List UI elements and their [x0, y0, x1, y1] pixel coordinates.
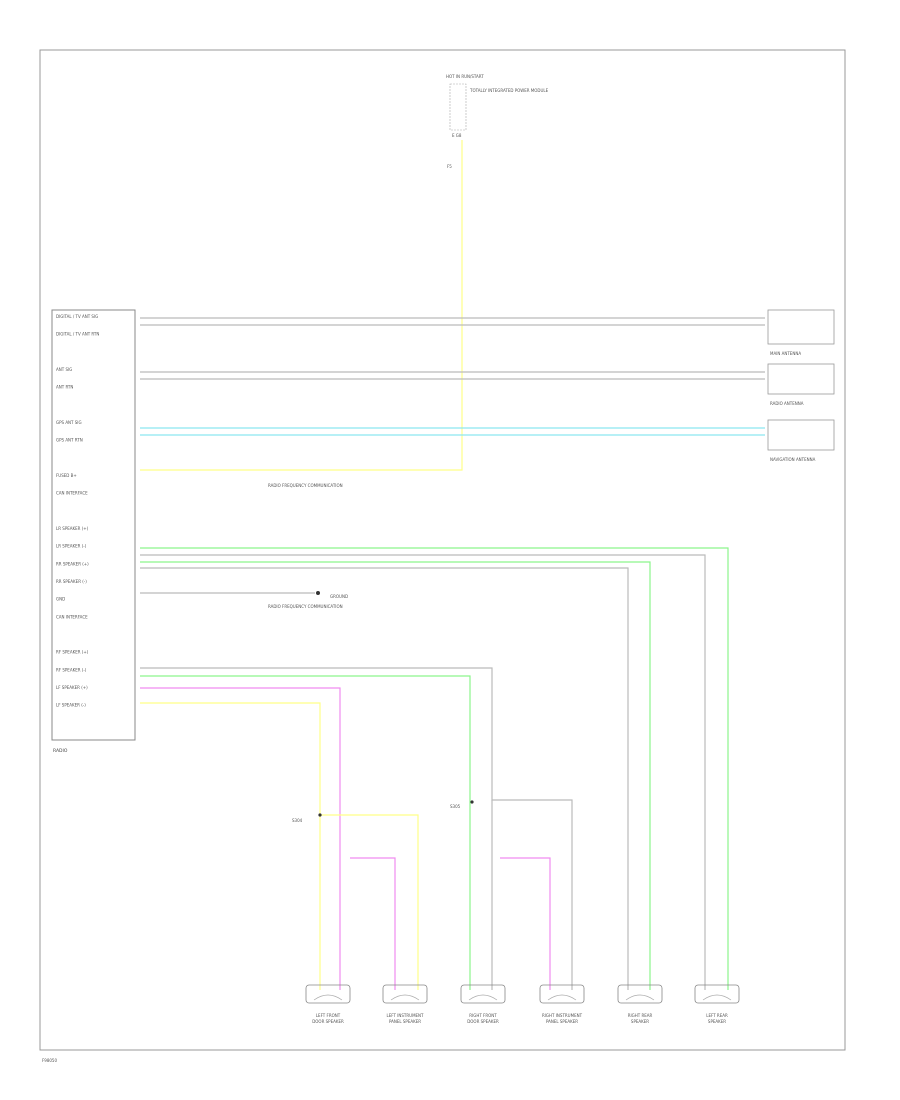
pin-label: DIGITAL / TV ANT SIG: [56, 314, 98, 319]
pin-label: RF SPEAKER (+): [56, 650, 89, 655]
speaker-icon: [313, 994, 343, 1001]
wires: [140, 140, 765, 990]
antenna-box-2: [767, 363, 835, 395]
antenna-box-1: [767, 309, 835, 345]
pin-label: FUSED B+: [56, 473, 77, 478]
splice-label: S304: [292, 818, 303, 823]
speaker-body: [305, 984, 351, 1004]
speaker-body: [617, 984, 663, 1004]
speaker-label: DOOR SPEAKER: [312, 1019, 344, 1024]
pin-label: LF SPEAKER (-): [56, 703, 86, 708]
speaker-body: [382, 984, 428, 1004]
right-front-plus-wire: [140, 667, 573, 990]
left-rear-plus-wire: [140, 547, 729, 990]
pin-label: DIGITAL / TV ANT RTN: [56, 332, 99, 337]
speaker-label: RIGHT INSTRUMENT: [542, 1013, 583, 1018]
antenna-connectors: MAIN ANTENNA RADIO ANTENNA NAVIGATION AN…: [767, 309, 835, 462]
left-ip-plus-wire: [320, 814, 419, 990]
right-antenna-2: RADIO ANTENNA: [770, 401, 804, 406]
speaker-body: [460, 984, 506, 1004]
right-antenna-1: MAIN ANTENNA: [770, 351, 801, 356]
splice-node: [318, 813, 322, 817]
speaker-body: [694, 984, 740, 1004]
pin-label: GND: [56, 597, 65, 602]
radio-pin-labels: DIGITAL / TV ANT SIG DIGITAL / TV ANT RTN…: [56, 314, 99, 708]
cable-note-2: RADIO FREQUENCY COMMUNICATION: [268, 604, 343, 609]
radio-module: RADIO: [51, 309, 136, 754]
diagram-frame: [39, 49, 846, 1051]
pin-label: LR SPEAKER (-): [56, 544, 87, 549]
pin-label: GPS ANT SIG: [56, 420, 82, 425]
left-ip-minus-wire: [350, 857, 396, 990]
speaker-label: DOOR SPEAKER: [467, 1019, 499, 1024]
speaker-icon: [468, 994, 498, 1001]
radio-title: RADIO: [53, 748, 68, 754]
fuse-note: TOTALLY INTEGRATED POWER MODULE: [469, 88, 549, 93]
pin-label: CAN INTERFACE: [56, 491, 88, 496]
pin-label: ANT SIG: [56, 367, 72, 372]
speaker-label: LEFT REAR: [706, 1013, 728, 1018]
right-rear-plus-wire: [140, 561, 651, 990]
speaker-label: SPEAKER: [631, 1019, 649, 1024]
right-rear-minus-wire: [140, 567, 629, 990]
pin-label: LF SPEAKER (+): [56, 685, 88, 690]
top-wire-label: F5: [447, 164, 452, 169]
left-front-minus-wire: [140, 687, 341, 990]
speaker-icon: [547, 994, 577, 1001]
ground-node: [316, 591, 320, 595]
footer-code: F98050: [42, 1058, 57, 1063]
left-rear-minus-wire: [140, 554, 706, 990]
ground-label: GROUND: [330, 594, 348, 599]
right-antenna-3: NAVIGATION ANTENNA: [770, 457, 816, 462]
speaker-icon: [625, 994, 655, 1001]
splice-node: [470, 800, 474, 804]
speaker-icon: [390, 994, 420, 1001]
pin-label: RR SPEAKER (-): [56, 579, 87, 584]
speaker-label: LEFT INSTRUMENT: [387, 1013, 425, 1018]
pin-label: LR SPEAKER (+): [56, 526, 89, 531]
antenna-box-3: [767, 419, 835, 451]
cable-note-1: RADIO FREQUENCY COMMUNICATION: [268, 483, 343, 488]
radio-box: [51, 309, 136, 741]
right-ip-minus-wire: [500, 857, 551, 990]
pin-label: ANT RTN: [56, 385, 73, 390]
power-feed-wire: [140, 140, 463, 471]
right-front-minus-wire: [140, 675, 471, 990]
splice-label-2: S305: [450, 804, 461, 809]
left-front-plus-wire: [140, 702, 321, 990]
speaker-label: RIGHT REAR: [628, 1013, 653, 1018]
pin-label: GPS ANT RTN: [56, 438, 83, 443]
speaker-icon: [702, 994, 732, 1001]
hot-label: HOT IN RUN/START: [446, 74, 484, 79]
speaker-label: LEFT FRONT: [316, 1013, 341, 1018]
speaker-label: PANEL SPEAKER: [389, 1019, 421, 1024]
pin-label: RF SPEAKER (-): [56, 667, 87, 672]
power-source: HOT IN RUN/START TOTALLY INTEGRATED POWE…: [446, 74, 549, 169]
fuse-box: [449, 83, 467, 131]
fuse-pins: E G8: [452, 133, 462, 138]
pin-label: CAN INTERFACE: [56, 614, 88, 619]
speaker-body: [539, 984, 585, 1004]
speaker-label: SPEAKER: [708, 1019, 726, 1024]
pin-label: RR SPEAKER (+): [56, 561, 89, 566]
speaker-label: RIGHT FRONT: [469, 1013, 497, 1018]
speaker-label: PANEL SPEAKER: [546, 1019, 578, 1024]
